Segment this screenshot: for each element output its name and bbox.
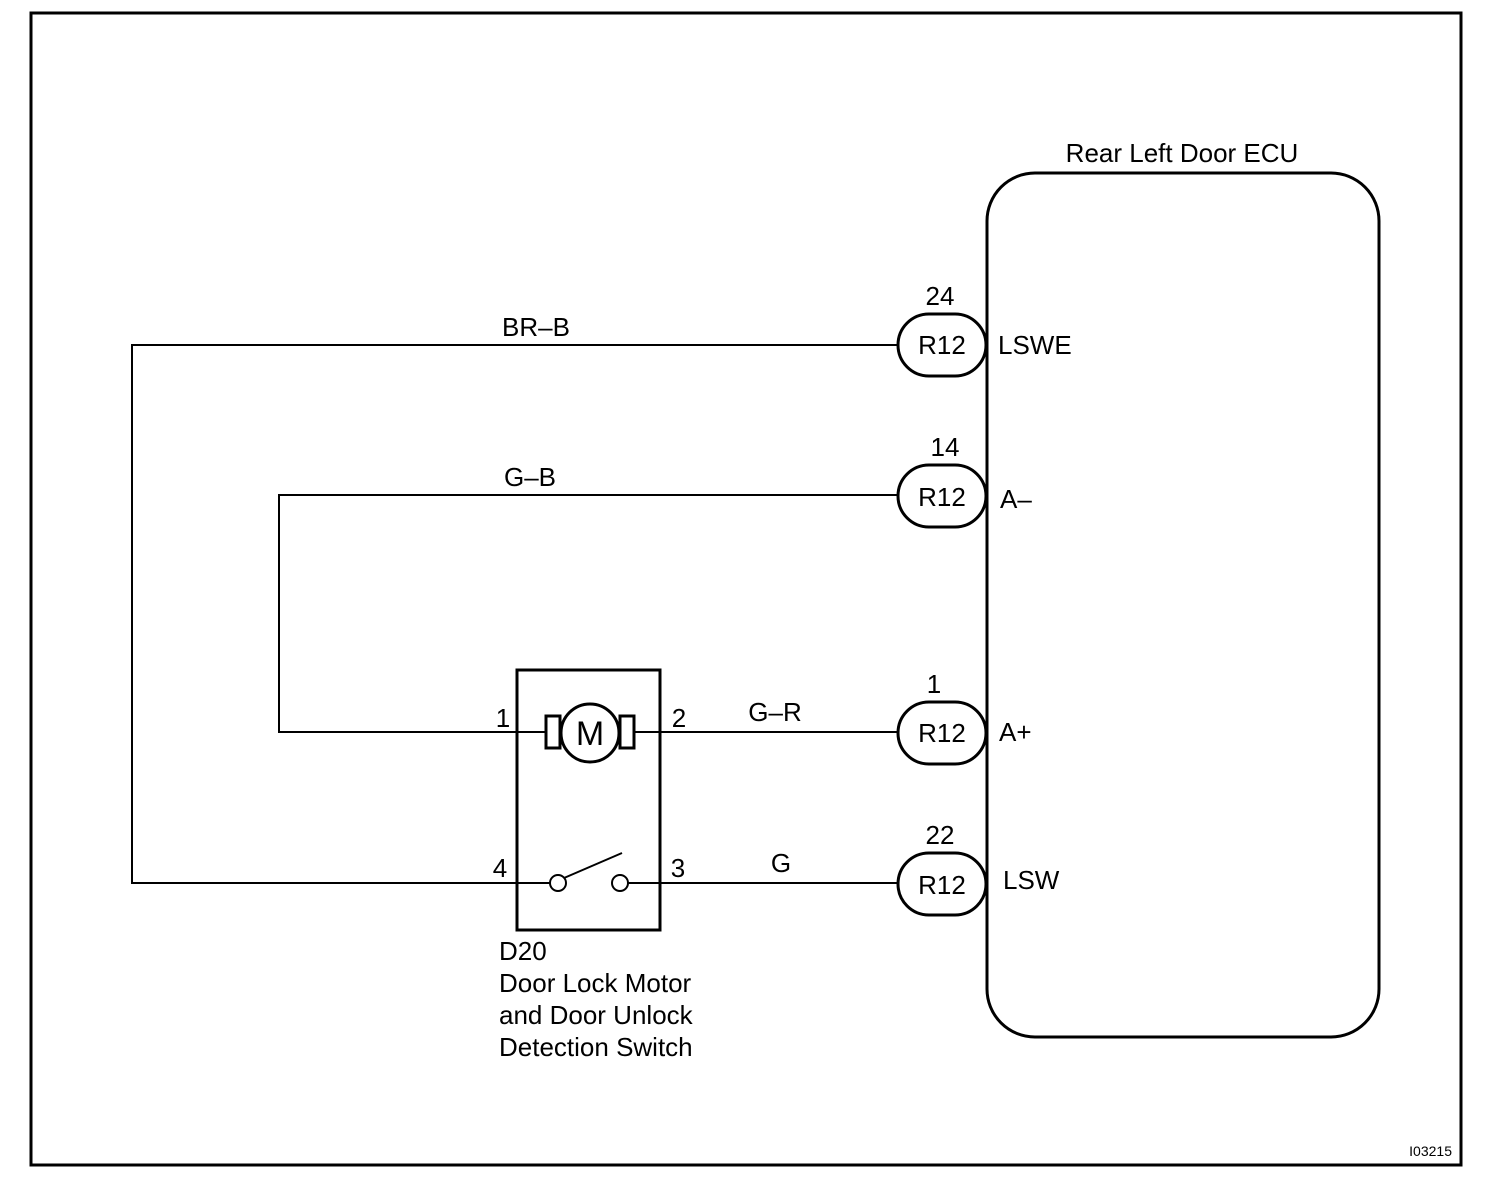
connector-lsw: R12 22 LSW: [896, 820, 1060, 917]
terminal-name: A–: [1000, 484, 1032, 514]
connector-label: R12: [918, 718, 966, 748]
component-pin-2: 2: [672, 703, 686, 733]
wire-br-b: [131, 344, 898, 884]
component-name-line-3: Detection Switch: [499, 1032, 693, 1062]
connector-a-minus: R12 14 A–: [896, 432, 1032, 529]
component-pin-1: 1: [496, 703, 510, 733]
component-name-line-1: Door Lock Motor: [499, 968, 692, 998]
terminal-name: LSWE: [998, 330, 1072, 360]
component-code: D20: [499, 936, 547, 966]
terminal-name: LSW: [1003, 865, 1060, 895]
component-pin-3: 3: [671, 853, 685, 883]
component-name-line-2: and Door Unlock: [499, 1000, 694, 1030]
ecu-title: Rear Left Door ECU: [1066, 138, 1299, 168]
wire-label-br-b: BR–B: [502, 312, 570, 342]
pin-number: 1: [927, 669, 941, 699]
wire-label-g-r: G–R: [748, 697, 801, 727]
motor-icon: M: [517, 702, 660, 764]
wire-label-g-b: G–B: [504, 462, 556, 492]
terminal-name: A+: [999, 717, 1032, 747]
component-pin-4: 4: [493, 853, 507, 883]
connector-label: R12: [918, 482, 966, 512]
wire-label-g: G: [771, 848, 791, 878]
figure-id: I03215: [1409, 1143, 1452, 1159]
component-box: [515, 668, 662, 932]
switch-icon: [517, 852, 660, 892]
motor-symbol: M: [576, 715, 604, 753]
connector-label: R12: [918, 330, 966, 360]
pin-number: 24: [926, 281, 955, 311]
wire-g-b: [278, 494, 898, 733]
connector-a-plus: R12 1 A+: [896, 669, 1032, 766]
diagram-frame: [29, 11, 1463, 1167]
pin-number: 14: [931, 432, 960, 462]
connector-lswe: R12 24 LSWE: [896, 281, 1072, 378]
pin-number: 22: [926, 820, 955, 850]
connector-label: R12: [918, 870, 966, 900]
ecu-box: [985, 171, 1381, 1039]
